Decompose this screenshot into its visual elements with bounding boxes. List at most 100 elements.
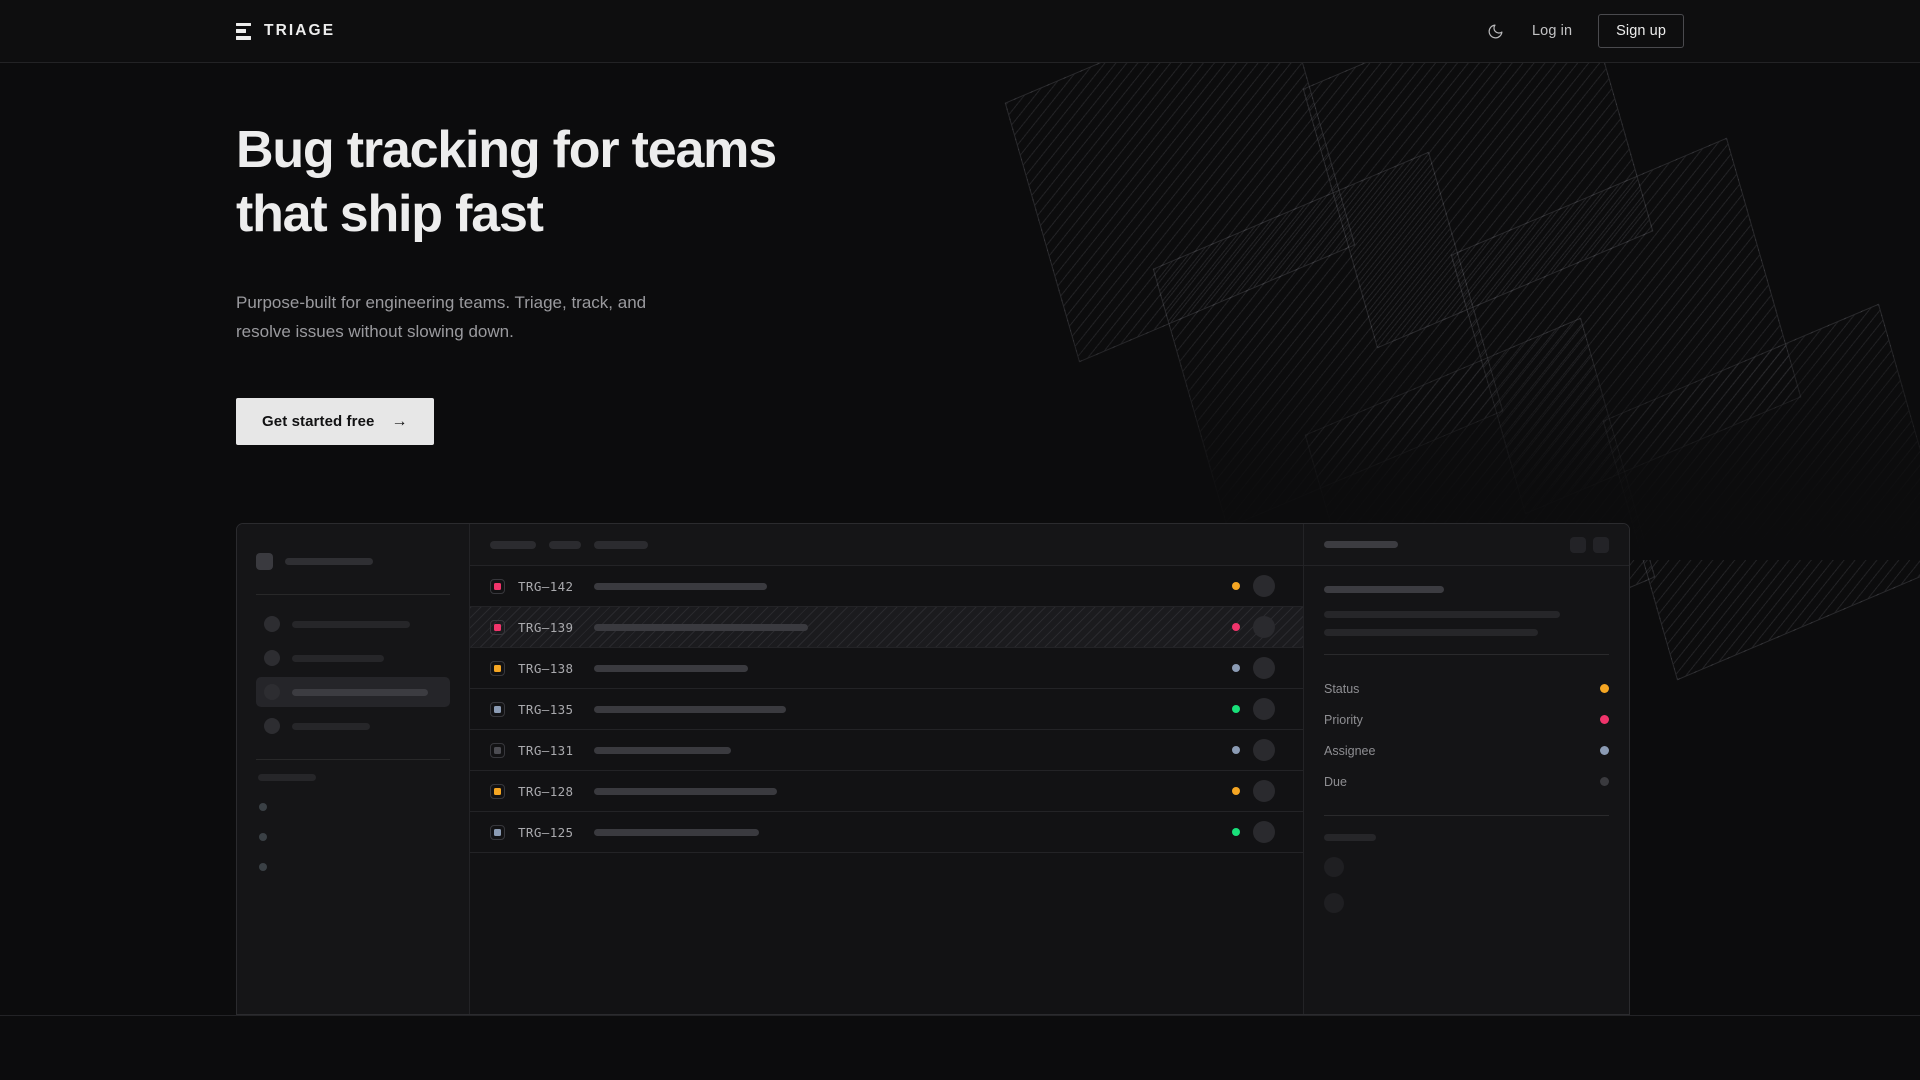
priority-icon[interactable]: [490, 701, 505, 717]
page-title: Bug tracking for teams that ship fast: [236, 121, 777, 243]
detail-meta-label: Due: [1324, 774, 1347, 789]
detail-meta-label: Status: [1324, 681, 1360, 696]
detail-comments-label-skeleton: [1324, 834, 1376, 841]
priority-icon[interactable]: [490, 742, 505, 758]
priority-icon[interactable]: [490, 824, 505, 840]
sidebar-nav-item[interactable]: [256, 643, 450, 673]
issue-id: TRG–125: [518, 824, 574, 840]
table-row[interactable]: TRG–138: [470, 648, 1303, 689]
table-row[interactable]: TRG–135: [470, 689, 1303, 730]
sidebar-project-dot[interactable]: [259, 863, 267, 871]
avatar: [1253, 821, 1275, 843]
detail-title-skeleton: [1324, 541, 1398, 548]
row-meta: [1232, 698, 1303, 720]
brand-name: TRIAGE: [264, 22, 336, 39]
table-row[interactable]: TRG–139: [470, 607, 1303, 648]
toolbar-control-skeleton[interactable]: [490, 540, 536, 549]
detail-meta-value-dot: [1600, 777, 1609, 786]
sidebar-project-dot[interactable]: [259, 833, 267, 841]
detail-heading-skeleton: [1324, 586, 1444, 593]
detail-meta-value-dot: [1600, 746, 1609, 755]
table-row[interactable]: TRG–142: [470, 566, 1303, 607]
brand-logo[interactable]: TRIAGE: [236, 22, 335, 40]
status-badge: [1232, 582, 1240, 590]
detail-meta-label: Assignee: [1324, 743, 1376, 758]
issue-id: TRG–142: [518, 578, 574, 594]
detail-meta-row[interactable]: Priority: [1324, 704, 1609, 735]
detail-meta-row[interactable]: Due: [1324, 766, 1609, 797]
sidebar-nav-item[interactable]: [256, 609, 450, 639]
detail-action-button[interactable]: [1570, 536, 1586, 553]
detail-meta-value-dot: [1600, 715, 1609, 724]
preview-workspace-switcher[interactable]: [256, 546, 450, 576]
row-meta: [1232, 657, 1303, 679]
avatar: [1253, 698, 1275, 720]
issue-title-skeleton: [594, 582, 767, 590]
sidebar-nav-icon: [264, 616, 280, 632]
table-row[interactable]: TRG–128: [470, 771, 1303, 812]
avatar: [1253, 657, 1275, 679]
toolbar-control-skeleton[interactable]: [549, 540, 581, 549]
sidebar-divider: [256, 594, 450, 595]
row-meta: [1232, 780, 1303, 802]
table-row[interactable]: TRG–125: [470, 812, 1303, 853]
hero-subheadline: Purpose-built for engineering teams. Tri…: [236, 293, 647, 341]
table-row[interactable]: TRG–131: [470, 730, 1303, 771]
get-started-button[interactable]: Get started free →: [236, 398, 434, 445]
status-badge: [1232, 787, 1240, 795]
detail-panel-header: [1304, 524, 1629, 566]
priority-icon[interactable]: [490, 783, 505, 799]
sidebar-nav-icon: [264, 650, 280, 666]
comment-avatar: [1324, 893, 1344, 913]
issue-title-skeleton: [594, 705, 786, 713]
priority-icon[interactable]: [490, 619, 505, 635]
priority-icon[interactable]: [490, 578, 505, 594]
sidebar-nav-label-skeleton: [292, 688, 428, 696]
signup-button[interactable]: Sign up: [1598, 14, 1684, 48]
issue-id: TRG–131: [518, 742, 574, 758]
sidebar-nav-label-skeleton: [292, 654, 384, 662]
toolbar-control-skeleton[interactable]: [594, 540, 648, 549]
detail-meta-row[interactable]: Status: [1324, 673, 1609, 704]
sidebar-nav-item[interactable]: [256, 677, 450, 707]
sidebar-nav-icon: [264, 718, 280, 734]
avatar: [1253, 616, 1275, 638]
detail-divider: [1324, 654, 1609, 655]
issue-list-toolbar: [470, 524, 1303, 566]
sidebar-divider-2: [256, 759, 450, 760]
top-navbar: TRIAGE Log in Sign up: [0, 0, 1920, 63]
sidebar-nav-item[interactable]: [256, 711, 450, 741]
login-link[interactable]: Log in: [1532, 23, 1573, 39]
status-badge: [1232, 623, 1240, 631]
sidebar-nav-label-skeleton: [292, 620, 410, 628]
issue-id: TRG–139: [518, 619, 574, 635]
sidebar-section-label-skeleton: [258, 774, 316, 781]
arrow-right-icon: →: [391, 412, 408, 430]
detail-meta-label: Priority: [1324, 712, 1363, 727]
detail-meta-row[interactable]: Assignee: [1324, 735, 1609, 766]
workspace-name-skeleton: [285, 557, 373, 565]
footer-divider: [0, 1015, 1920, 1016]
detail-more-button[interactable]: [1593, 536, 1609, 553]
sidebar-project-dot[interactable]: [259, 803, 267, 811]
status-badge: [1232, 664, 1240, 672]
priority-icon[interactable]: [490, 660, 505, 676]
issue-id: TRG–135: [518, 701, 574, 717]
issue-title-skeleton: [594, 664, 748, 672]
moon-icon[interactable]: [1484, 20, 1506, 42]
issue-title-skeleton: [594, 623, 808, 631]
issue-title-skeleton: [594, 746, 731, 754]
issue-title-skeleton: [594, 787, 777, 795]
issue-id: TRG–128: [518, 783, 574, 799]
avatar: [1253, 739, 1275, 761]
avatar: [1253, 575, 1275, 597]
sidebar-project-dots: [256, 803, 450, 871]
decor-ribbon: [1450, 137, 1802, 515]
row-meta: [1232, 739, 1303, 761]
